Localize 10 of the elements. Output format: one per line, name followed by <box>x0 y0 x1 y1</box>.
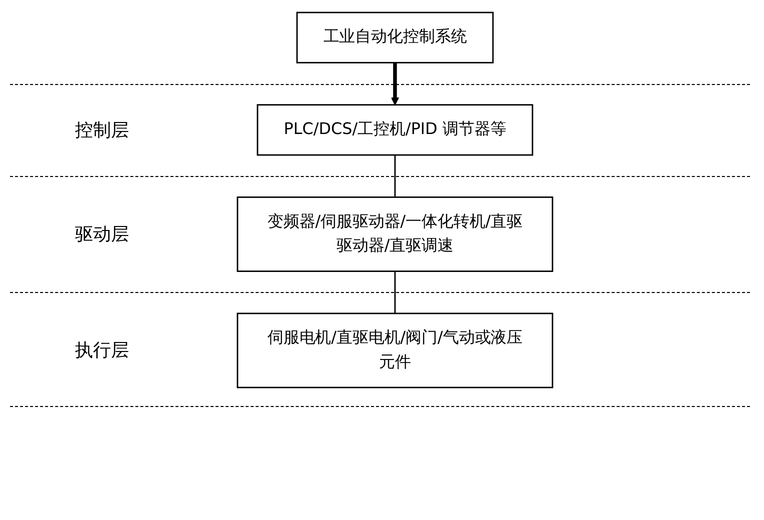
node-box: 变频器/伺服驱动器/一体化转机/直驱驱动器/直驱调速 <box>236 196 554 272</box>
layer-label: 执行层 <box>75 339 129 362</box>
layer-label: 驱动层 <box>75 223 129 246</box>
connector <box>394 271 396 314</box>
node-box: PLC/DCS/工控机/PID 调节器等 <box>256 104 534 156</box>
layer-label: 控制层 <box>75 118 129 142</box>
node-box: 伺服电机/直驱电机/阀门/气动或液压元件 <box>236 312 554 388</box>
arrow <box>390 62 400 106</box>
node-box: 工业自动化控制系统 <box>296 12 494 64</box>
connector <box>394 155 396 198</box>
